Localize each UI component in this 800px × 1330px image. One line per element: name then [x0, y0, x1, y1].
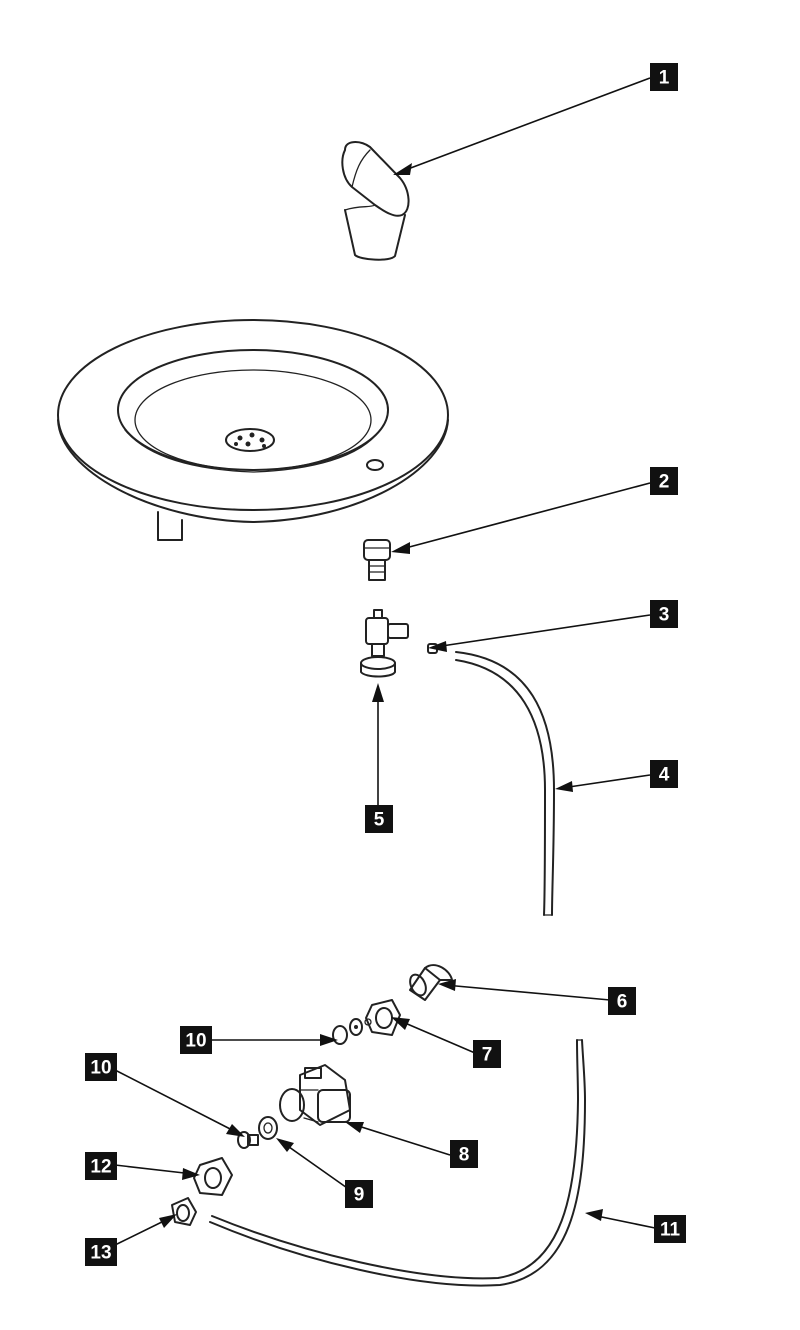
callout-9-label: 9 — [354, 1185, 365, 1206]
callout-5-label: 5 — [374, 810, 385, 831]
callout-1-label: 1 — [659, 68, 670, 89]
callout-5: 5 — [365, 805, 393, 833]
coupling-nut-lower — [193, 1157, 233, 1196]
callout-8: 8 — [450, 1140, 478, 1168]
callout-7: 7 — [473, 1040, 501, 1068]
washer-set-lower — [237, 1131, 259, 1149]
receptor-basin — [57, 319, 449, 541]
callout-2-label: 2 — [659, 472, 670, 493]
callout-12-label: 12 — [90, 1157, 111, 1178]
bubbler-head — [341, 141, 410, 261]
coupling-nut-upper — [365, 999, 401, 1036]
callout-3-label: 3 — [659, 605, 670, 626]
strainer — [409, 964, 453, 1001]
washer-9 — [258, 1116, 278, 1140]
callout-10-lower: 10 — [85, 1053, 117, 1081]
callout-1: 1 — [650, 63, 678, 91]
flow-valve — [360, 609, 438, 678]
callout-6: 6 — [608, 987, 636, 1015]
callout-3: 3 — [650, 600, 678, 628]
end-fitting — [171, 1197, 197, 1226]
callout-13-label: 13 — [90, 1243, 111, 1264]
callout-9: 9 — [345, 1180, 373, 1208]
leader-lines — [114, 77, 656, 1246]
callout-11-label: 11 — [660, 1220, 681, 1241]
bubbler-fitting — [363, 539, 391, 581]
valve-body — [279, 1064, 351, 1126]
callout-13: 13 — [85, 1238, 117, 1266]
callout-10-lower-label: 10 — [90, 1058, 111, 1079]
callout-7-label: 7 — [482, 1045, 493, 1066]
callout-6-label: 6 — [617, 992, 628, 1013]
callout-10-upper-label: 10 — [185, 1031, 206, 1052]
callout-4-label: 4 — [659, 765, 670, 786]
callout-2: 2 — [650, 467, 678, 495]
callout-10-upper: 10 — [180, 1026, 212, 1054]
callout-11: 11 — [654, 1215, 686, 1243]
callout-8-label: 8 — [459, 1145, 470, 1166]
washer-set-upper — [332, 1018, 372, 1045]
supply-tube — [455, 651, 555, 916]
callout-12: 12 — [85, 1152, 117, 1180]
long-tube — [209, 1039, 586, 1287]
callout-4: 4 — [650, 760, 678, 788]
